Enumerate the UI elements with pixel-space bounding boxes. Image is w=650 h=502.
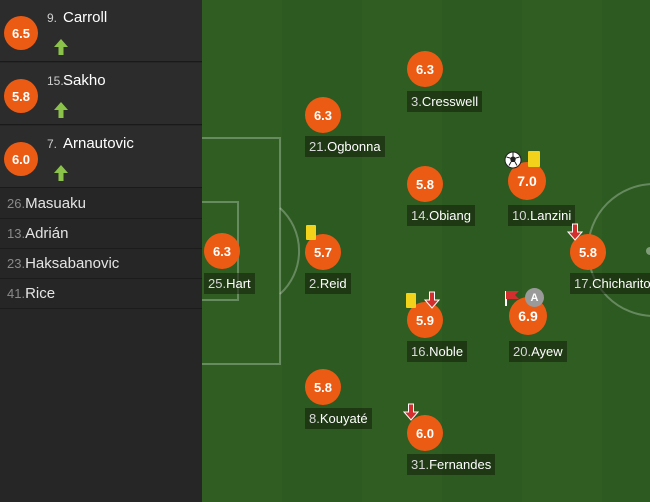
player-name: Fernandes [429, 457, 492, 472]
player-name: Adrián [25, 225, 69, 242]
player-number: 16. [411, 344, 430, 359]
player-label: 31.Fernandes [407, 454, 496, 475]
pitch: 6.3 25.Hart 6.3 21.Ogbonna 5.7 2.Reid 5.… [202, 0, 650, 502]
player-name: Ayew [531, 344, 563, 359]
rating-badge: 6.3 [407, 51, 443, 87]
player-label: 17.Chicharito [570, 273, 650, 294]
sub-row-sakho[interactable]: 5.8 15. Sakho [0, 63, 202, 125]
player-name: Lanzini [530, 208, 572, 223]
player-label: 21.Ogbonna [305, 136, 385, 157]
sub-row-carroll[interactable]: 6.5 9. Carroll [0, 0, 202, 62]
player-name: Reid [319, 276, 347, 291]
player-name: Rice [25, 285, 56, 302]
substitutes-panel: 6.5 9. Carroll 5.8 15. Sakho 6.0 7. Arna… [0, 0, 202, 502]
sub-off-arrow-icon [403, 403, 419, 421]
bench-row-rice[interactable]: 41.Rice [0, 279, 202, 309]
player-number: 20. [513, 344, 532, 359]
rating-badge: 5.8 [570, 234, 606, 270]
player-name: Obiang [429, 208, 471, 223]
player-number: 3. [411, 94, 422, 109]
player-number: 13. [7, 226, 26, 241]
sub-row-arnautovic[interactable]: 6.0 7. Arnautovic [0, 126, 202, 188]
sub-on-arrow-icon [54, 165, 68, 181]
bench-row-haksabanovic[interactable]: 23.Haksabanovic [0, 249, 202, 279]
rating-badge: 6.3 [204, 233, 240, 269]
yellow-card-icon [528, 151, 540, 167]
player-number: 21. [309, 139, 328, 154]
player-number: 10. [512, 208, 531, 223]
player-number: 26. [7, 196, 26, 211]
rating-badge: 6.0 [407, 415, 443, 451]
player-name: Kouyaté [319, 411, 368, 426]
player-number: 41. [7, 286, 26, 301]
rating-badge: 6.0 [4, 142, 38, 176]
player-label: 8.Kouyaté [305, 408, 372, 429]
player-name: Haksabanovic [25, 255, 120, 272]
player-name: Sakho [63, 72, 106, 89]
player-name: Noble [429, 344, 464, 359]
player-label: 2.Reid [305, 273, 351, 294]
player-name: Ogbonna [327, 139, 381, 154]
player-name: Hart [226, 276, 251, 291]
player-number: 17. [574, 276, 593, 291]
player-number: 23. [7, 256, 26, 271]
player-name: Cresswell [421, 94, 479, 109]
assist-icon: A [525, 288, 544, 307]
yellow-card-icon [406, 293, 416, 308]
player-name: Carroll [63, 9, 108, 26]
player-name: Masuaku [25, 195, 86, 212]
player-number: 8. [309, 411, 320, 426]
sub-on-arrow-icon [54, 102, 68, 118]
rating-badge: 5.8 [407, 166, 443, 202]
yellow-card-icon [306, 225, 316, 240]
player-number: 9. [47, 11, 58, 25]
corner-flag-icon [505, 291, 519, 306]
rating-badge: 6.3 [305, 97, 341, 133]
player-label: 20.Ayew [509, 341, 567, 362]
sub-off-arrow-icon [567, 223, 583, 241]
rating-badge: 5.8 [4, 79, 38, 113]
rating-badge: 6.5 [4, 16, 38, 50]
player-label: 25.Hart [204, 273, 255, 294]
bench-row-adrian[interactable]: 13.Adrián [0, 219, 202, 249]
player-number: 15. [47, 74, 64, 88]
player-name: Arnautovic [63, 135, 134, 152]
player-label: 3.Cresswell [407, 91, 483, 112]
player-number: 25. [208, 276, 227, 291]
player-name: Chicharito [592, 276, 650, 291]
sub-on-arrow-icon [54, 39, 68, 55]
player-number: 31. [411, 457, 430, 472]
player-number: 7. [47, 137, 58, 151]
player-number: 2. [309, 276, 320, 291]
player-label: 16.Noble [407, 341, 468, 362]
player-label: 10.Lanzini [508, 205, 576, 226]
rating-badge: 5.8 [305, 369, 341, 405]
player-number: 14. [411, 208, 430, 223]
sub-off-arrow-icon [424, 291, 440, 309]
bench-row-masuaku[interactable]: 26.Masuaku [0, 189, 202, 219]
player-label: 14.Obiang [407, 205, 475, 226]
goal-ball-icon [504, 151, 522, 169]
